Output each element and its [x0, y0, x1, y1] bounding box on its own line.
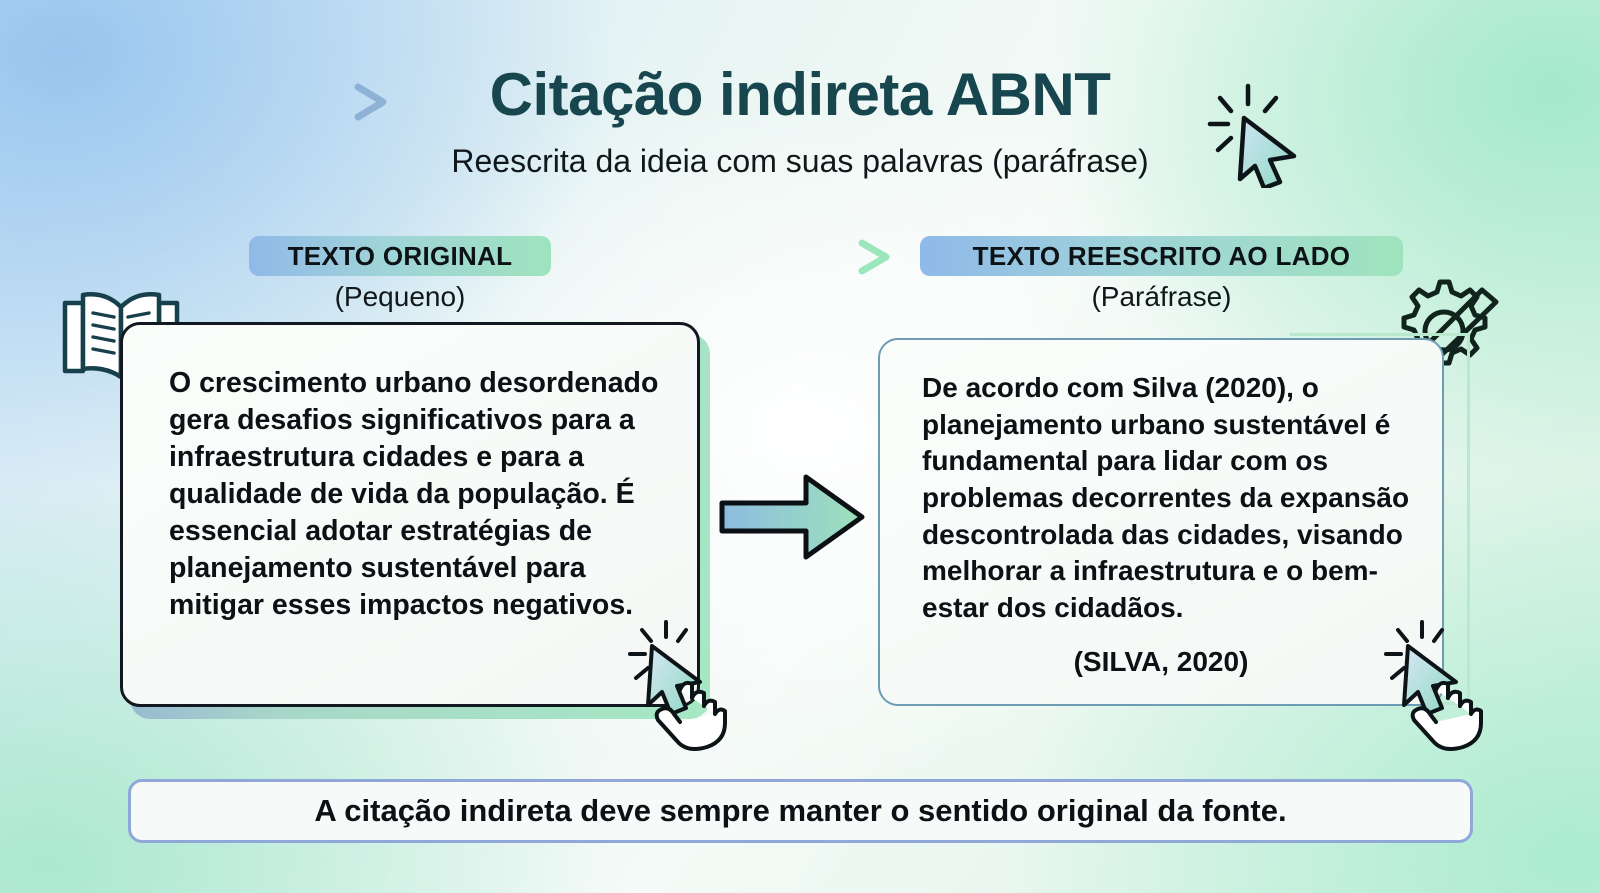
page-title: Citação indireta ABNT	[489, 61, 1111, 128]
badge-texto-reescrito: TEXTO REESCRITO AO LADO	[920, 236, 1403, 276]
paraphrase-card-wrapper: De acordo com Silva (2020), o planejamen…	[878, 338, 1444, 706]
original-text-card-wrapper: O crescimento urbano desordenado gera de…	[120, 322, 710, 719]
paraphrase-suffix: , o planejamento urbano sustentável é fu…	[922, 372, 1410, 624]
original-text-body: O crescimento urbano desordenado gera de…	[169, 367, 659, 622]
footer-note-text: A citação indireta deve sempre manter o …	[314, 793, 1287, 828]
badge-left-label: TEXTO ORIGINAL	[287, 240, 513, 271]
block-arrow-right-icon	[719, 474, 865, 560]
hand-click-cursor-icon	[628, 620, 727, 751]
arrow-right-icon	[85, 83, 387, 121]
decorative-line	[1467, 333, 1470, 705]
badge-texto-original: TEXTO ORIGINAL	[249, 236, 551, 276]
decorative-line	[1290, 333, 1470, 336]
hand-click-cursor-icon	[1384, 620, 1483, 751]
paraphrase-text-body: De acordo com Silva (2020), o planejamen…	[922, 370, 1414, 627]
arrow-right-icon	[582, 239, 890, 275]
paraphrase-prefix: De acordo com	[922, 372, 1133, 403]
citation-reference: (SILVA, 2020)	[1073, 646, 1249, 677]
footer-note-banner: A citação indireta deve sempre manter o …	[128, 779, 1473, 843]
paraphrase-card[interactable]: De acordo com Silva (2020), o planejamen…	[878, 338, 1444, 706]
badge-left-sublabel: (Pequeno)	[334, 281, 466, 312]
paraphrase-author-citation: Silva (2020)	[1132, 372, 1287, 403]
original-text-card[interactable]: O crescimento urbano desordenado gera de…	[120, 322, 700, 707]
cursor-click-icon	[1207, 83, 1297, 188]
badge-right-label: TEXTO REESCRITO AO LADO	[972, 240, 1351, 271]
page-subtitle: Reescrita da ideia com suas palavras (pa…	[451, 143, 1149, 179]
badge-right-sublabel: (Paráfrase)	[1091, 281, 1232, 312]
